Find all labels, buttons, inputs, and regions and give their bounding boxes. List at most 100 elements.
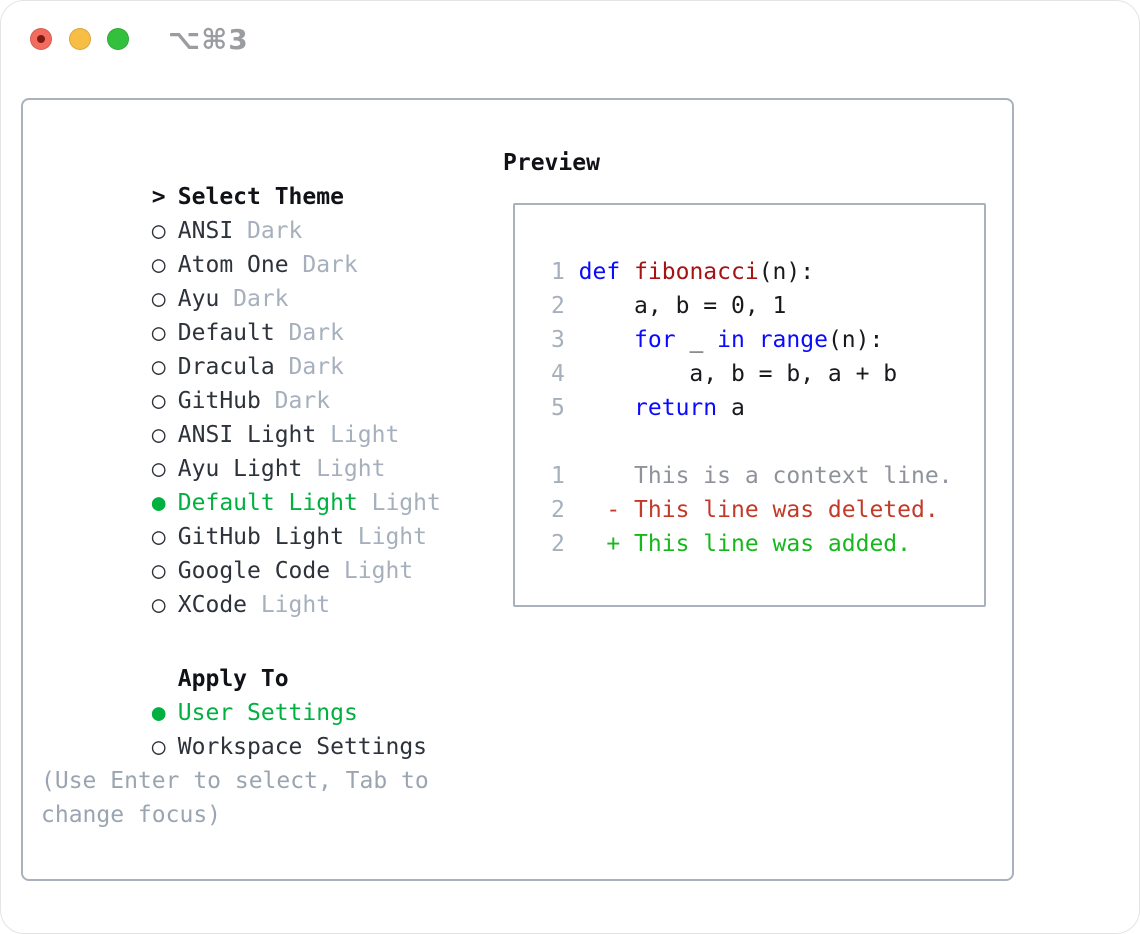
radio-icon: ○ [151, 252, 166, 278]
code-token [620, 259, 634, 285]
theme-option[interactable]: ○ ANSI Dark [41, 180, 491, 244]
theme-option[interactable]: ○ Ayu Dark [41, 248, 491, 312]
theme-option[interactable]: ○ GitHub Dark [41, 350, 491, 414]
line-number: 3 [551, 327, 565, 353]
code-token: (n): [758, 259, 815, 285]
code-token: fibonacci [634, 259, 759, 285]
keyboard-hint-text: (Use Enter to select, Tab to change focu… [41, 768, 429, 828]
theme-variant: Light [316, 456, 386, 482]
theme-name: Default [177, 320, 275, 346]
minimize-button[interactable] [69, 28, 91, 50]
focus-cursor-icon: > [151, 184, 166, 210]
radio-icon: ○ [151, 218, 166, 244]
theme-option[interactable]: ○ XCode Light [41, 554, 491, 618]
code-token [745, 327, 759, 353]
theme-variant: Light [343, 558, 414, 584]
apply-option-workspace-settings[interactable]: ○Workspace Settings [41, 696, 491, 760]
theme-option[interactable]: ○ Ayu Light Light [41, 418, 491, 482]
code-token [579, 395, 634, 421]
code-token: range [758, 327, 828, 353]
theme-name: ANSI [177, 218, 234, 244]
code-line: 1 def fibonacci(n): [551, 255, 984, 289]
apply-to-header: Apply To [177, 666, 289, 692]
apply-option-user-settings[interactable]: ●User Settings [41, 662, 491, 726]
code-token: a, b = b, a + b [578, 361, 898, 387]
theme-option[interactable]: ○ GitHub Light Light [41, 486, 491, 550]
code-line: 3 for _ in range(n): [551, 323, 984, 357]
line-number: 5 [551, 395, 565, 421]
diff-text: + This line was added. [578, 531, 911, 557]
line-number: 2 [551, 531, 565, 557]
diff-text: This is a context line. [578, 463, 953, 489]
theme-variant: Dark [274, 388, 331, 414]
theme-name: GitHub [177, 388, 261, 414]
line-number: 1 [551, 259, 565, 285]
theme-name: Atom One [177, 252, 289, 278]
titlebar: ⌥⌘3 [1, 1, 1139, 77]
preview-title: Preview [503, 150, 600, 176]
theme-option-selected[interactable]: ● Default Light Light [41, 452, 491, 516]
diff-context-line: 1 This is a context line. [551, 459, 984, 493]
apply-option-label: Workspace Settings [177, 734, 428, 760]
theme-name: GitHub Light [177, 524, 344, 550]
diff-deleted-line: 2 - This line was deleted. [551, 493, 984, 527]
radio-icon: ○ [151, 388, 166, 414]
radio-selected-icon: ● [151, 490, 166, 516]
line-number: 1 [551, 463, 565, 489]
radio-icon: ○ [151, 286, 166, 312]
code-token: a [717, 395, 745, 421]
theme-name: Ayu [177, 286, 220, 312]
theme-name: Ayu Light [177, 456, 303, 482]
theme-name: Google Code [177, 558, 331, 584]
code-token: for [634, 327, 676, 353]
theme-variant: Light [371, 490, 441, 516]
code-line: 5 return a [551, 391, 984, 425]
code-token: return [634, 395, 718, 421]
apply-option-label: User Settings [177, 700, 358, 726]
theme-variant: Dark [233, 286, 289, 312]
code-token: _ [675, 327, 718, 353]
radio-icon: ○ [151, 456, 166, 482]
theme-variant: Light [260, 592, 331, 618]
select-theme-title: Select Theme [177, 184, 344, 210]
theme-name: ANSI Light [177, 422, 317, 448]
theme-variant: Dark [302, 252, 358, 278]
line-number: 4 [551, 361, 565, 387]
radio-icon: ○ [151, 354, 166, 380]
theme-variant: Dark [246, 218, 303, 244]
blank-line [551, 425, 984, 459]
theme-name: Dracula [177, 354, 275, 380]
code-line: 2 a, b = 0, 1 [551, 289, 984, 323]
theme-option[interactable]: ○ Atom One Dark [41, 214, 491, 278]
theme-variant: Light [330, 422, 400, 448]
radio-icon: ○ [151, 524, 166, 550]
code-token: (n): [827, 327, 884, 353]
theme-option[interactable]: ○ Google Code Light [41, 520, 491, 584]
window-shortcut-label: ⌥⌘3 [168, 23, 249, 56]
radio-icon: ○ [151, 422, 166, 448]
line-number: 2 [551, 293, 565, 319]
radio-icon: ○ [151, 320, 166, 346]
theme-variant: Light [357, 524, 427, 550]
theme-option[interactable]: ○ ANSI Light Light [41, 384, 491, 448]
code-line: 4 a, b = b, a + b [551, 357, 984, 391]
theme-name: Default Light [177, 490, 358, 516]
theme-option[interactable]: ○ Default Dark [41, 282, 491, 346]
radio-icon: ○ [151, 592, 166, 618]
code-token [579, 327, 634, 353]
theme-option[interactable]: ○ Dracula Dark [41, 316, 491, 380]
code-token: in [717, 327, 745, 353]
diff-added-line: 2 + This line was added. [551, 527, 984, 561]
theme-variant: Dark [288, 320, 344, 346]
close-button[interactable] [30, 28, 52, 50]
theme-name: XCode [177, 592, 248, 618]
line-number: 2 [551, 497, 565, 523]
code-token: def [578, 259, 621, 285]
zoom-button[interactable] [107, 28, 129, 50]
code-token: a, b = 0, 1 [578, 293, 787, 319]
